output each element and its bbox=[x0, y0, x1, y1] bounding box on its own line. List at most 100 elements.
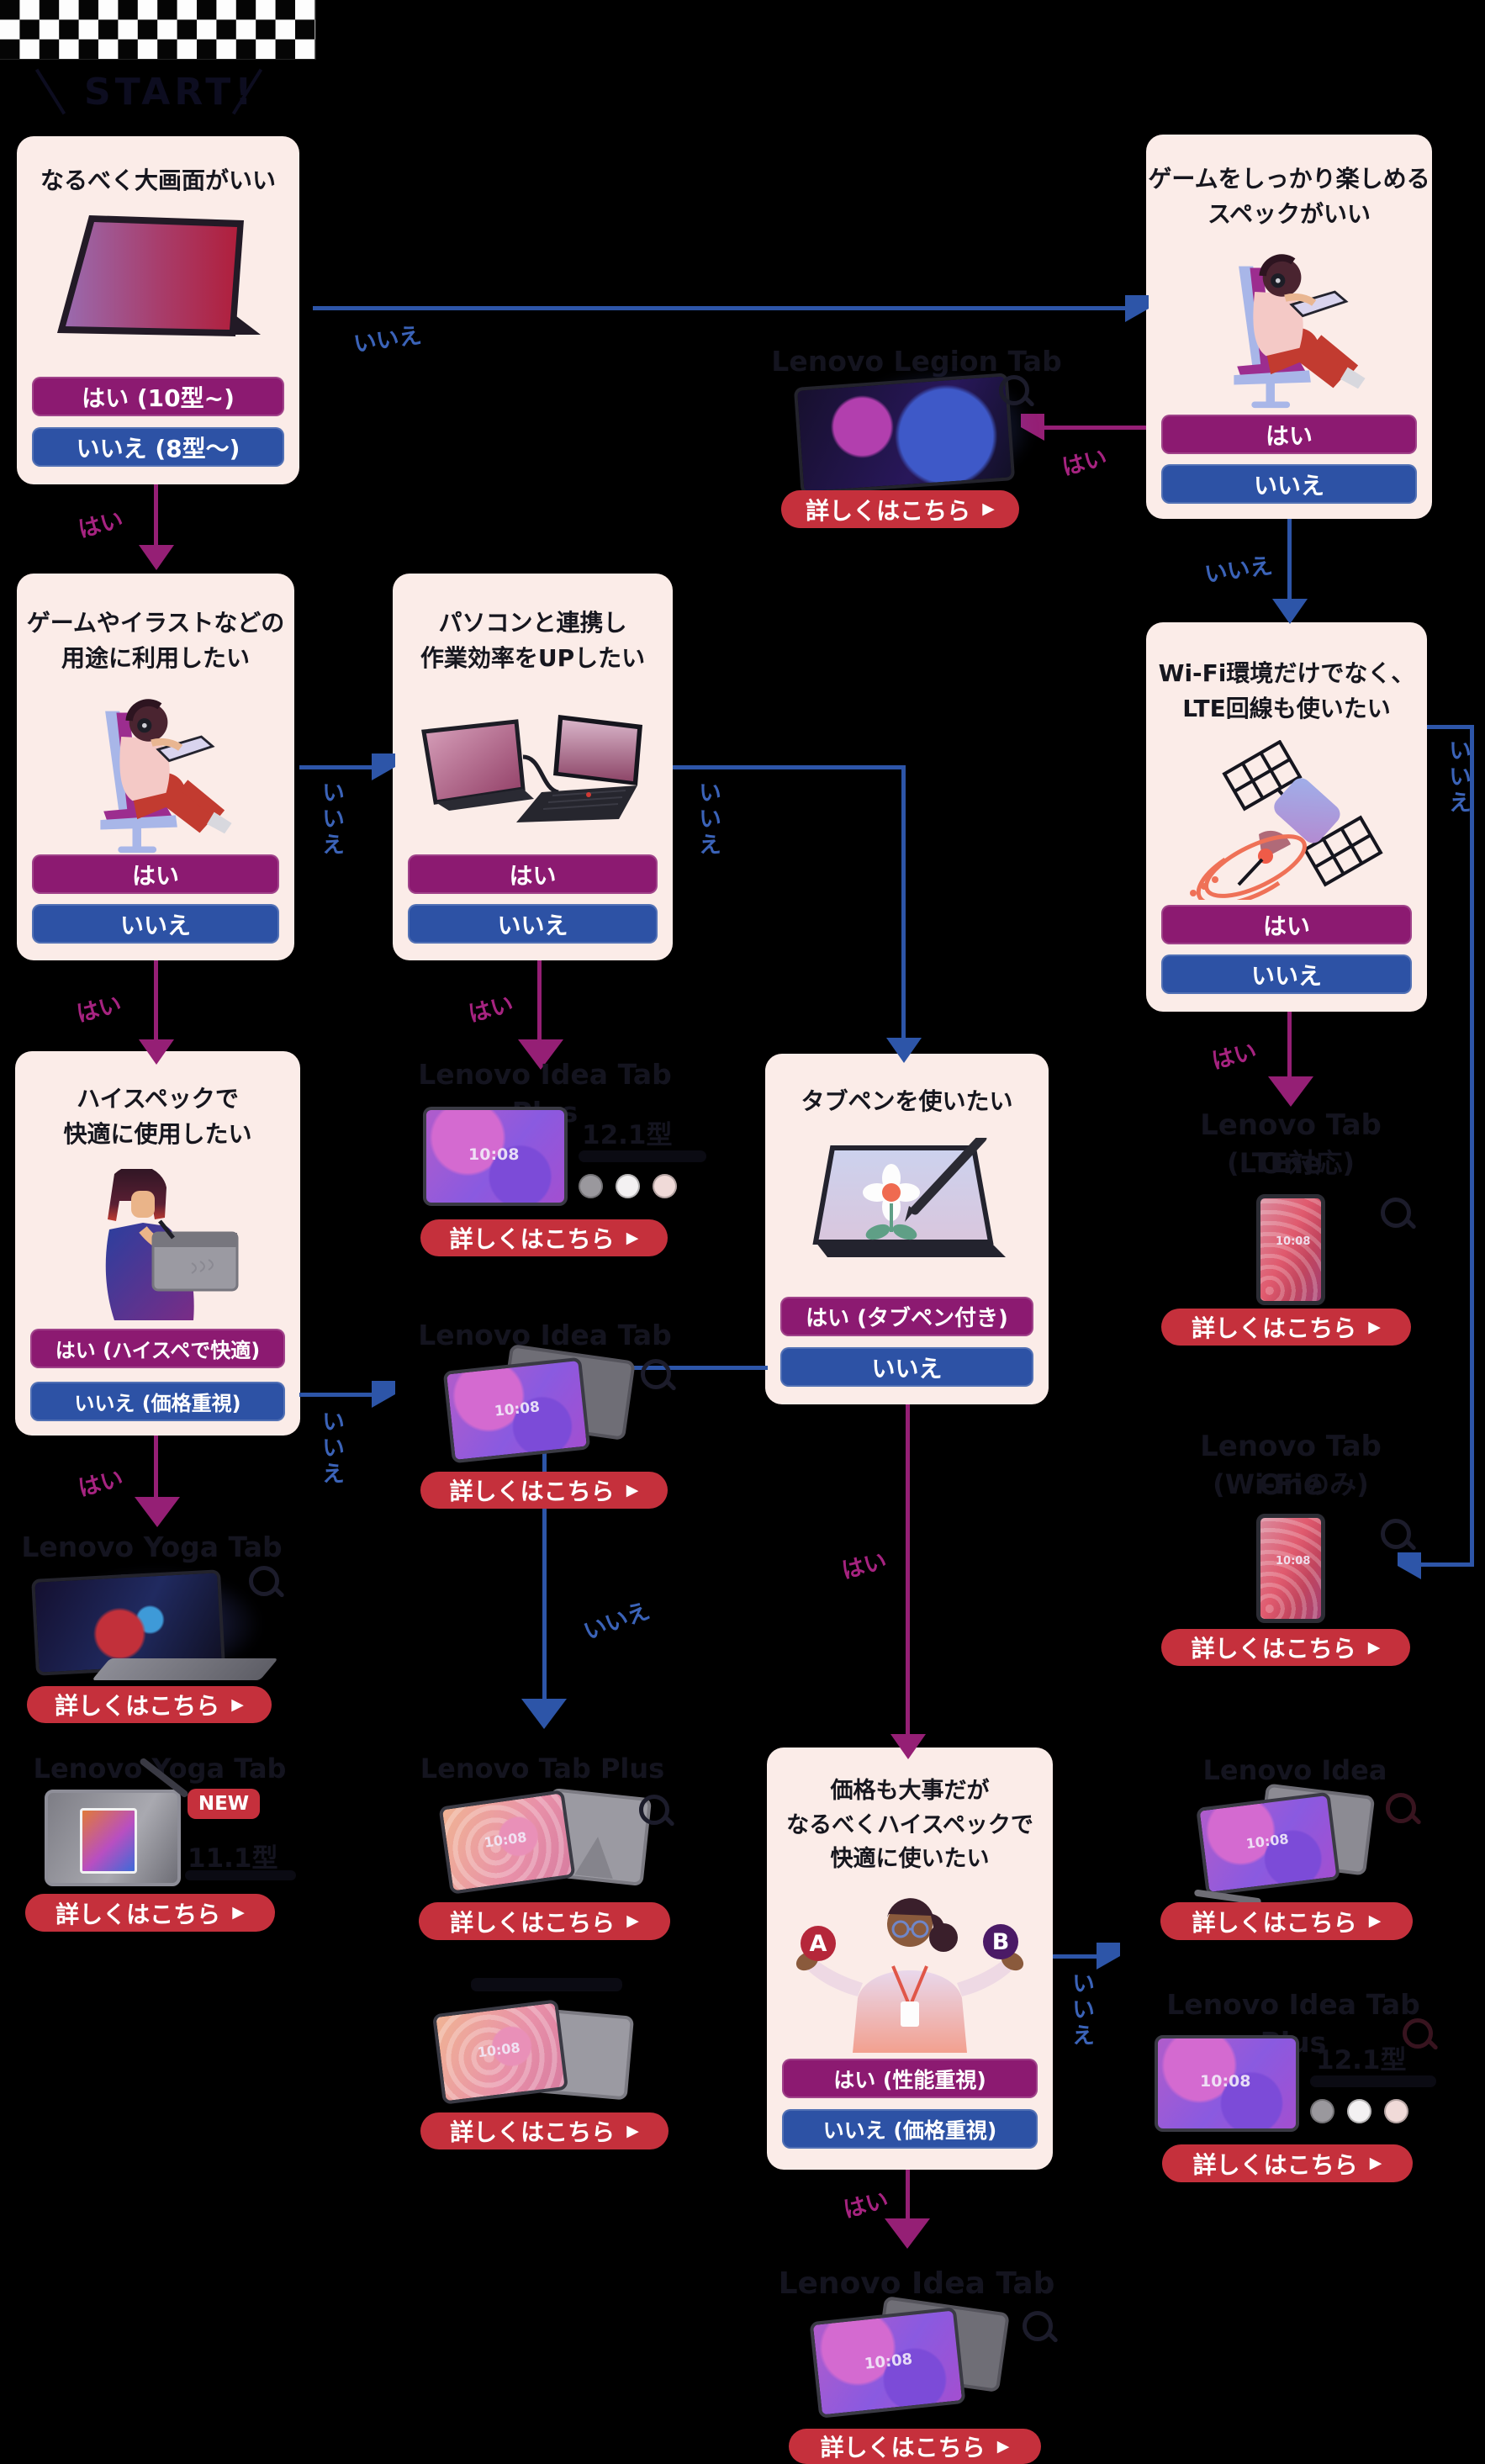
edge-illust-no-line bbox=[299, 765, 377, 769]
edge-illust-yes-line bbox=[154, 960, 158, 1043]
answer-no-button[interactable]: いいえ bbox=[32, 904, 279, 944]
edge-highspec-no-line bbox=[299, 1393, 377, 1397]
answer-yes-button[interactable]: はい (タブペン付き) bbox=[780, 1297, 1033, 1336]
question-price-vs-spec: 価格も大事だが なるべくハイスペックで 快適に使いたい A B はい (性能重視… bbox=[767, 1748, 1053, 2170]
edge-label-no: いいえ bbox=[351, 322, 424, 358]
answer-no-button[interactable]: いいえ bbox=[408, 904, 658, 944]
play-arrow-icon: ▶ bbox=[626, 1480, 639, 1499]
arrowhead-down bbox=[1268, 1076, 1313, 1107]
product-name: Lenovo Yoga Tab Plus bbox=[21, 1531, 283, 1601]
arrowhead-down bbox=[521, 1699, 567, 1729]
tablet-and-laptop-illustration bbox=[421, 715, 642, 822]
edge-pen-yes-line bbox=[906, 1404, 910, 1737]
answer-no-button[interactable]: いいえ bbox=[1161, 464, 1417, 504]
details-link[interactable]: 詳しくはこちら▶ bbox=[419, 1902, 670, 1940]
edge-label-yes: はい bbox=[1208, 1038, 1260, 1075]
color-swatch-white bbox=[616, 1174, 640, 1198]
play-arrow-icon: ▶ bbox=[1368, 1911, 1382, 1930]
edge-label-yes: はい bbox=[75, 1465, 126, 1502]
edge-label-no: いいえ bbox=[580, 1597, 653, 1646]
tablet-image: 10:08 bbox=[431, 1999, 569, 2105]
answer-yes-button[interactable]: はい (性能重視) bbox=[782, 2059, 1038, 2098]
product-variant: (LTE対応) bbox=[1226, 1147, 1356, 1179]
details-link[interactable]: 詳しくはこちら▶ bbox=[420, 2112, 669, 2149]
arrowhead-right bbox=[1125, 295, 1149, 322]
details-link[interactable]: 詳しくはこちら▶ bbox=[1161, 1309, 1411, 1346]
edge-label-yes: はい bbox=[73, 991, 124, 1028]
keyboard-base-image bbox=[92, 1658, 278, 1680]
screen-clock: 10:08 bbox=[1276, 1235, 1311, 1248]
answer-no-button[interactable]: いいえ bbox=[1161, 954, 1412, 994]
answer-no-button[interactable]: いいえ (価格重視) bbox=[30, 1382, 285, 1421]
details-link-label: 詳しくはこちら bbox=[820, 2434, 986, 2461]
edge-label-no: いいえ bbox=[1445, 738, 1471, 817]
details-link-label: 詳しくはこちら bbox=[806, 496, 971, 525]
details-link-label: 詳しくはこちら bbox=[1192, 2150, 1358, 2179]
details-link[interactable]: 詳しくはこちら▶ bbox=[789, 2429, 1041, 2464]
edge-pen-no-line-v bbox=[542, 1366, 547, 1704]
zoom-magnifier-icon[interactable] bbox=[1403, 2018, 1433, 2049]
tablet-illustration bbox=[57, 215, 261, 336]
edge-price-no-line bbox=[1053, 1954, 1102, 1959]
details-link[interactable]: 詳しくはこちら▶ bbox=[25, 1894, 275, 1932]
product-name: Lenovo Tab One bbox=[1200, 1430, 1382, 1502]
edge-label-no: いいえ bbox=[1202, 553, 1275, 589]
artwork-thumbnail bbox=[80, 1808, 137, 1874]
product-name: Lenovo Yoga Tab bbox=[33, 1753, 287, 1785]
details-link[interactable]: 詳しくはこちら▶ bbox=[27, 1686, 272, 1723]
kickstand bbox=[574, 1835, 617, 1880]
zoom-magnifier-icon[interactable] bbox=[1381, 1198, 1411, 1228]
question-title: ゲームをしっかり楽しめる スペックがいい bbox=[1148, 165, 1430, 228]
edge-label-yes: はい bbox=[1059, 444, 1110, 481]
color-swatch-gray bbox=[1310, 2099, 1334, 2123]
edge-lte-no-line-h1 bbox=[1427, 725, 1474, 729]
details-link[interactable]: 詳しくはこちら▶ bbox=[781, 490, 1019, 528]
details-link-label: 詳しくはこちら bbox=[450, 2118, 616, 2146]
answer-yes-button[interactable]: はい bbox=[32, 854, 279, 894]
answer-yes-button[interactable]: はい bbox=[1161, 415, 1417, 454]
details-link[interactable]: 詳しくはこちら ▶ bbox=[1162, 2144, 1413, 2182]
screen-clock: 10:08 bbox=[863, 2350, 914, 2373]
question-title: Wi-Fi環境だけでなく、 LTE回線も使いたい bbox=[1158, 659, 1415, 722]
arrowhead-down bbox=[139, 545, 174, 570]
details-link[interactable]: 詳しくはこちら▶ bbox=[420, 1219, 668, 1256]
question-lte: Wi-Fi環境だけでなく、 LTE回線も使いたい はい いいえ bbox=[1146, 622, 1427, 1012]
tablet-with-pen-illustration bbox=[812, 1138, 1006, 1257]
gamer-on-chair-illustration bbox=[1234, 254, 1366, 409]
zoom-magnifier-icon[interactable] bbox=[641, 1359, 671, 1389]
edge-lte-no-line-h2 bbox=[1421, 1562, 1474, 1567]
zoom-magnifier-icon[interactable] bbox=[999, 375, 1029, 405]
details-link[interactable]: 詳しくはこちら▶ bbox=[1161, 1629, 1410, 1666]
zoom-magnifier-icon[interactable] bbox=[1381, 1519, 1411, 1549]
product-size: 11.1型 bbox=[188, 1843, 278, 1874]
details-link[interactable]: 詳しくはこちら ▶ bbox=[1160, 1902, 1413, 1940]
zoom-magnifier-icon[interactable] bbox=[1023, 2311, 1053, 2341]
product-name: Lenovo Tab Plus bbox=[420, 1753, 665, 1785]
start-label: START! bbox=[84, 71, 256, 114]
answer-no-button[interactable]: いいえ (8型〜) bbox=[32, 427, 284, 467]
details-link-label: 詳しくはこちら bbox=[1192, 1908, 1357, 1937]
arrowhead-down bbox=[135, 1497, 180, 1527]
answer-no-button[interactable]: いいえ (価格重視) bbox=[782, 2109, 1038, 2149]
answer-yes-button[interactable]: はい bbox=[1161, 905, 1412, 944]
answer-yes-button[interactable]: はい (ハイスペで快適) bbox=[30, 1329, 285, 1368]
satellite-illustration bbox=[1190, 740, 1383, 900]
arrowhead-down bbox=[890, 1734, 926, 1759]
zoom-magnifier-icon[interactable] bbox=[249, 1566, 279, 1596]
edge-label-no: いいえ bbox=[1068, 1971, 1094, 2049]
answer-yes-button[interactable]: はい (10型~) bbox=[32, 377, 284, 416]
play-arrow-icon: ▶ bbox=[1369, 2154, 1382, 2172]
zoom-magnifier-icon[interactable] bbox=[639, 1795, 669, 1825]
details-link[interactable]: 詳しくはこちら▶ bbox=[420, 1472, 668, 1509]
question-title: タブペンを使いたい bbox=[801, 1087, 1013, 1115]
play-arrow-icon: ▶ bbox=[231, 1695, 244, 1714]
arrowhead-down bbox=[1272, 599, 1308, 624]
legion-tab-image bbox=[793, 373, 1016, 495]
answer-yes-button[interactable]: はい bbox=[408, 854, 658, 894]
zoom-magnifier-icon[interactable] bbox=[1386, 1793, 1416, 1823]
play-arrow-icon: ▶ bbox=[626, 1228, 639, 1247]
answer-no-button[interactable]: いいえ bbox=[780, 1347, 1033, 1387]
play-arrow-icon: ▶ bbox=[1367, 1637, 1381, 1657]
color-swatch-white bbox=[1347, 2099, 1371, 2123]
question-title: ハイスペックで 快適に使用したい bbox=[63, 1085, 252, 1148]
